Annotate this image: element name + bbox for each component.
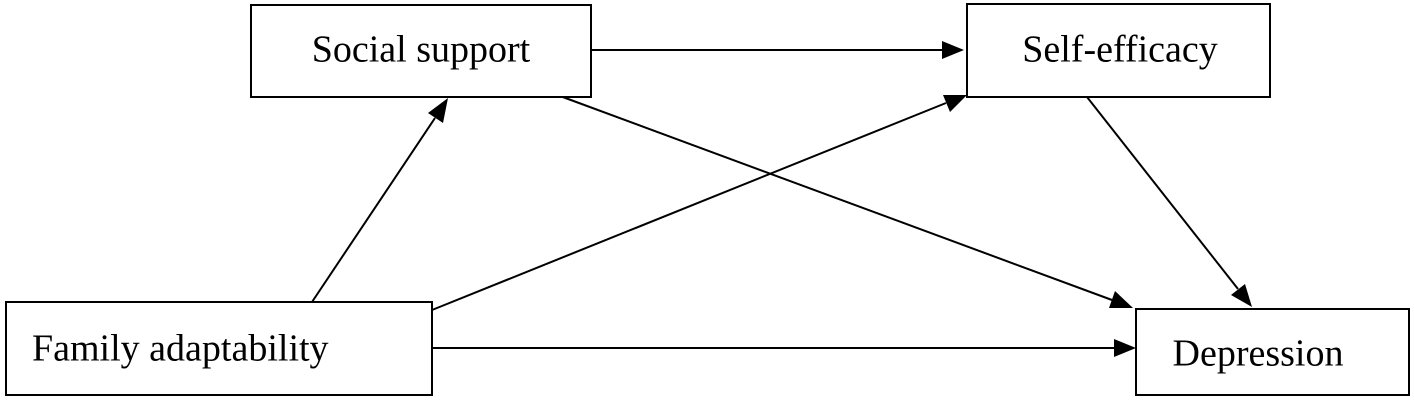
node-box [5,301,433,396]
node-label-social-support: Social support [312,29,531,71]
edge-self-efficacy-to-depression [1086,96,1252,307]
node-label-family-adaptability: Family adaptability [32,328,329,370]
node-box [966,3,1271,98]
edge-social-support-to-self-efficacy [591,41,964,59]
edge-family-adaptability-to-self-efficacy [431,95,967,311]
node-label-self-efficacy: Self-efficacy [1022,29,1218,71]
edge-family-adaptability-to-depression [432,339,1136,357]
edges [311,41,1252,357]
edge-family-adaptability-to-social-support [311,98,448,303]
node-social-support: Social support [250,4,592,98]
node-depression: Depression [1135,308,1410,396]
node-family-adaptability: Family adaptability [5,301,433,396]
node-self-efficacy: Self-efficacy [966,3,1271,98]
node-label-depression: Depression [1173,333,1344,375]
node-box [1135,308,1410,396]
edge-social-support-to-depression [559,95,1133,308]
node-box [250,4,592,98]
